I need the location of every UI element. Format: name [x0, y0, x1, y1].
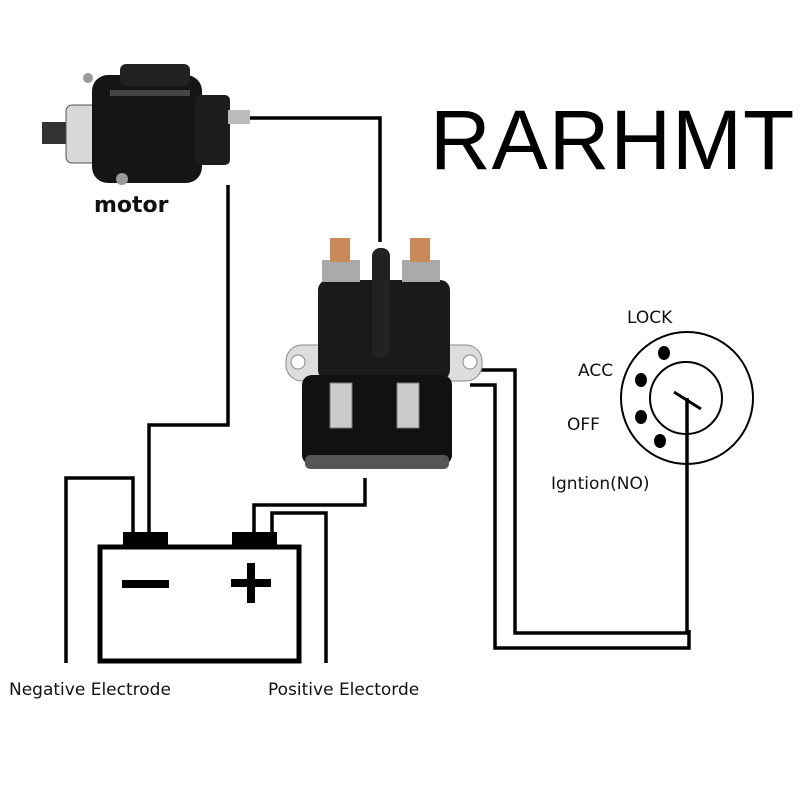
acc-label: ACC: [578, 361, 614, 381]
off-label: OFF: [567, 415, 600, 435]
brand-title: RARHMT: [430, 93, 796, 187]
wires: [64, 116, 691, 663]
wire-negative-ground: [64, 476, 135, 663]
wire-positive-to-solenoid: [252, 478, 367, 534]
wire-motor-to-negative: [147, 185, 230, 534]
lock-label: LOCK: [627, 308, 673, 328]
ignition-label: Igntion(NO): [551, 474, 650, 494]
minus-sign-icon: [122, 580, 169, 588]
positive-electrode-label: Positive Electorde: [268, 680, 420, 700]
positive-terminal: [232, 532, 277, 548]
battery: [97, 532, 302, 664]
wire-solenoid-to-key-1: [470, 368, 689, 635]
wire-solenoid-to-key-2: [470, 383, 691, 650]
starter-motor-image: [42, 64, 250, 185]
lock-position-dot: [658, 346, 670, 360]
motor-label: motor: [94, 193, 169, 218]
ignition-position-dot: [654, 434, 666, 448]
ignition-switch: [620, 331, 754, 465]
acc-position-dot: [635, 373, 647, 387]
negative-electrode-label: Negative Electrode: [9, 680, 171, 700]
wire-motor-to-solenoid: [250, 116, 382, 242]
off-position-dot: [635, 410, 647, 424]
wire-positive-out: [270, 511, 328, 663]
negative-terminal: [123, 532, 168, 548]
solenoid-image: [285, 238, 483, 469]
